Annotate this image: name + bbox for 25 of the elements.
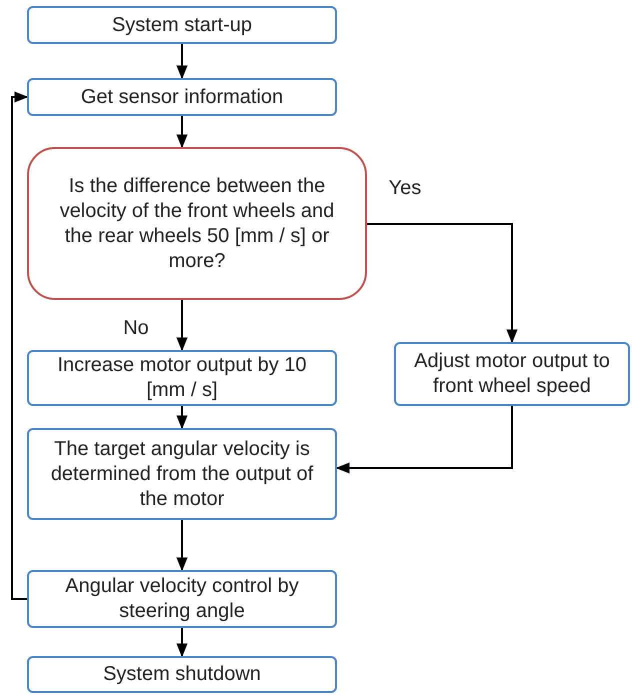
process-box: [394, 342, 630, 406]
arrow: [176, 300, 188, 352]
process-box: [27, 6, 337, 44]
process-box: [27, 570, 337, 628]
arrow: [176, 406, 188, 430]
arrow: [176, 520, 188, 572]
process-box: [27, 78, 337, 116]
decision-box: [27, 147, 367, 300]
node-text: Increase motor output by 10 [mm / s]: [56, 353, 308, 403]
process-box: [27, 656, 337, 693]
process-box: [27, 350, 337, 406]
process-box: [27, 428, 337, 520]
arrow: [176, 116, 188, 148]
arrow: [336, 406, 513, 474]
arrow: [176, 44, 188, 80]
arrow: [11, 91, 28, 600]
node-text: The target angular velocity is determined from the output of the motor: [50, 436, 314, 512]
node-text: Get sensor information: [80, 84, 284, 110]
node-text: Angular velocity control by steering angle: [64, 574, 300, 624]
node-text: System start-up: [112, 12, 252, 38]
node-text: Adjust motor output to front wheel speed: [413, 349, 611, 399]
arrow: [176, 628, 188, 658]
node-text: Is the difference between the velocity of the front wheels and the rear wheels 50 [mm / s] or more?: [58, 174, 336, 274]
arrow: [367, 223, 518, 344]
node-text: System shutdown: [103, 662, 261, 687]
